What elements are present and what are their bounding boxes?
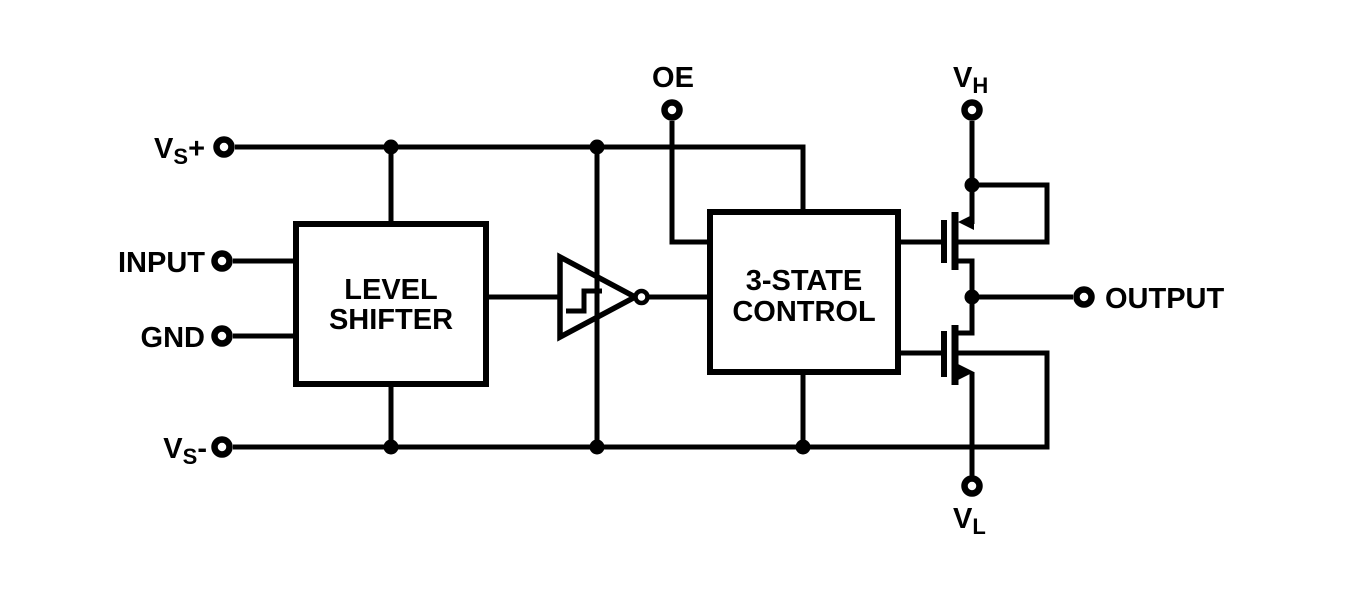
pin-label-vh: VH (953, 62, 988, 98)
pin-label-input: INPUT (118, 247, 205, 279)
junction-dot (383, 439, 399, 455)
low-side-arrow-icon (958, 364, 974, 380)
high-side-mosfet (898, 121, 1050, 297)
oe-wire (669, 121, 710, 245)
junction-dot (964, 289, 980, 305)
output-terminal (1073, 286, 1095, 308)
vs-minus-terminal (211, 436, 233, 458)
oe-terminal (661, 99, 683, 121)
three-state-label-line1: 3-STATE (746, 265, 863, 297)
low-side-mosfet (898, 297, 975, 476)
high-side-arrow-icon (958, 214, 974, 230)
pin-label-vs-plus: VS+ (154, 133, 205, 169)
pin-label-oe: OE (652, 62, 694, 94)
low-side-drain-stub (956, 297, 975, 336)
input-terminal (211, 250, 233, 272)
vs-plus-terminal (213, 136, 235, 158)
high-side-body-loop (958, 182, 1050, 245)
inverter-bubble-icon (633, 288, 650, 306)
vs-plus-rail (235, 144, 806, 212)
pin-label-vs-minus: VS- (163, 433, 207, 469)
vh-terminal (961, 99, 983, 121)
level-shifter-label-line1: LEVEL (344, 274, 437, 306)
level-shifter-block: LEVEL SHIFTER (293, 221, 489, 387)
three-state-control-box (707, 209, 901, 375)
level-shifter-label-line2: SHIFTER (329, 304, 453, 336)
three-state-label-line2: CONTROL (732, 296, 875, 328)
vl-terminal (961, 475, 983, 497)
inverter-triangle (557, 252, 641, 342)
gnd-terminal (211, 325, 233, 347)
junction-dot (589, 439, 605, 455)
junction-dot (383, 139, 399, 155)
schmitt-trigger-inverter (557, 252, 650, 342)
hysteresis-icon (566, 288, 602, 314)
vs-minus-rail (233, 350, 1050, 450)
junction-dot (795, 439, 811, 455)
pin-label-gnd: GND (141, 322, 205, 354)
junction-dot (964, 177, 980, 193)
high-side-source-stub (956, 258, 975, 297)
junction-dot (589, 139, 605, 155)
pin-label-vl: VL (953, 503, 986, 539)
three-state-control-block: 3-STATE CONTROL (707, 209, 901, 375)
pin-label-output: OUTPUT (1105, 283, 1225, 315)
level-shifter-box (293, 221, 489, 387)
